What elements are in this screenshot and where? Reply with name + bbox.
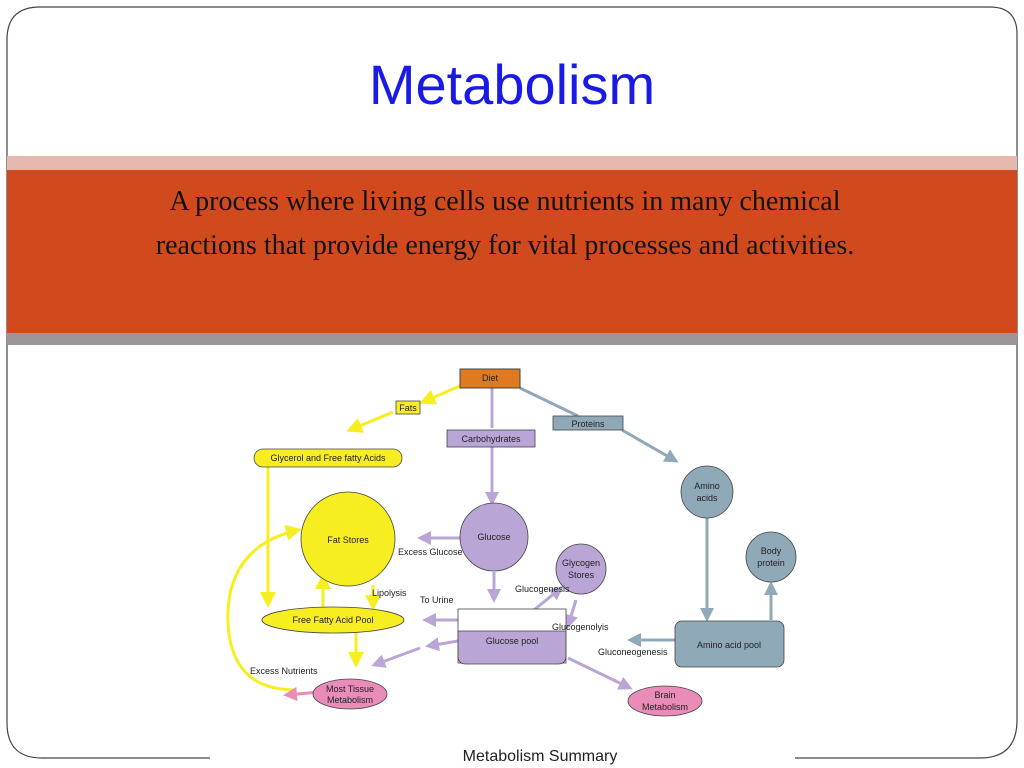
accent-band-gray [7,333,1017,345]
most-tissue-label-1: Most Tissue [326,684,374,694]
node-body-protein: Body protein [745,531,797,583]
accent-band-orange [7,170,1017,333]
lipolysis-label: Lipolysis [372,588,407,598]
body-protein-label-1: Body [761,546,782,556]
ffa-pool-label: Free Fatty Acid Pool [292,615,373,625]
diet-label: Diet [482,373,499,383]
slide-title: Metabolism [368,53,656,116]
glucose-label: Glucose [477,532,510,542]
to-urine-label: To Urine [420,595,454,605]
node-fat-stores: Fat Stores [300,491,396,587]
glycogen-label-2: Stores [568,570,595,580]
glucogenesis-label: Glucogenesis [515,584,570,594]
arrow-fats-glycerol [346,410,394,433]
arrow-pool-left [425,637,459,652]
glycogen-label-1: Glycogen [562,558,600,568]
node-most-tissue: Most Tissue Metabolism [312,678,388,710]
accent-band-pink [7,156,1017,170]
node-diet: Diet [459,368,521,389]
proteins-label: Proteins [571,419,605,429]
node-brain: Brain Metabolism [627,685,703,717]
amino-acid-pool-label: Amino acid pool [697,640,761,650]
arrow-pool-tissue [371,646,421,668]
arrow-diet-proteins [519,386,579,418]
node-amino-acid-pool: Amino acid pool [674,620,785,668]
brain-label-1: Brain [654,690,675,700]
most-tissue-label-2: Metabolism [327,695,373,705]
arrow-diet-fats [419,383,463,405]
arrows [226,383,778,702]
node-fats: Fats [395,400,421,415]
node-glucose: Glucose [459,502,529,572]
node-amino-acids: Amino acids [680,465,734,519]
fats-label: Fats [399,403,417,413]
brain-label-2: Metabolism [642,702,688,712]
body-protein-label-2: protein [757,558,785,568]
arrow-excess-nutrients [226,524,302,692]
arrow-proteins-amino [621,428,679,463]
glucose-pool-label: Glucose pool [486,636,539,646]
node-free-fatty-acid-pool: Free Fatty Acid Pool [261,606,405,634]
arrow-glycogen-pool [564,599,578,629]
node-carbohydrates: Carbohydrates [446,429,536,448]
glycerol-label: Glycerol and Free fatty Acids [270,453,386,463]
arrow-pool-glycogen [533,586,564,612]
node-glycerol: Glycerol and Free fatty Acids [253,448,403,468]
excess-nutrients-label: Excess Nutrients [250,666,318,676]
node-glucose-pool: Glucose pool [457,608,567,665]
excess-glucose-label: Excess Glucose [398,547,463,557]
arrow-pool-brain [567,656,633,690]
amino-acids-label-2: acids [696,493,718,503]
node-glycogen: Glycogen Stores [555,543,607,595]
glucogenolysis-label: Glucogenolyis [552,622,609,632]
gluconeogenesis-label: Gluconeogenesis [598,647,668,657]
carbohydrates-label: Carbohydrates [461,434,521,444]
slide-subtitle: A process where living cells use nutrien… [155,186,855,261]
fat-stores-label: Fat Stores [327,535,369,545]
amino-acids-label-1: Amino [694,481,720,491]
diagram-caption: Metabolism Summary [462,748,618,765]
node-proteins: Proteins [552,415,624,431]
